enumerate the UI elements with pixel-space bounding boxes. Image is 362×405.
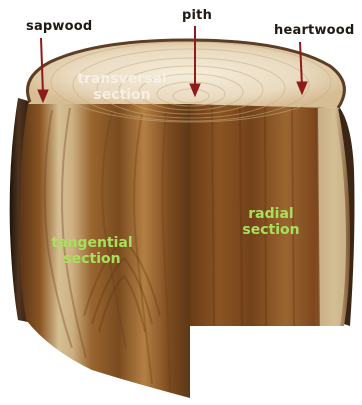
label-transversal-line2: section xyxy=(74,87,170,103)
label-radial-line2: section xyxy=(236,222,306,238)
label-radial-section: radial section xyxy=(236,206,306,238)
label-sapwood: sapwood xyxy=(26,20,92,35)
label-pith: pith xyxy=(182,9,212,24)
label-transversal-section: transversal section xyxy=(74,71,170,103)
label-radial-line1: radial xyxy=(236,206,306,222)
label-transversal-line1: transversal xyxy=(74,71,170,87)
label-tangential-line1: tangential xyxy=(46,235,138,251)
label-tangential-section: tangential section xyxy=(46,235,138,267)
label-tangential-line2: section xyxy=(46,251,138,267)
label-heartwood: heartwood xyxy=(274,24,354,39)
